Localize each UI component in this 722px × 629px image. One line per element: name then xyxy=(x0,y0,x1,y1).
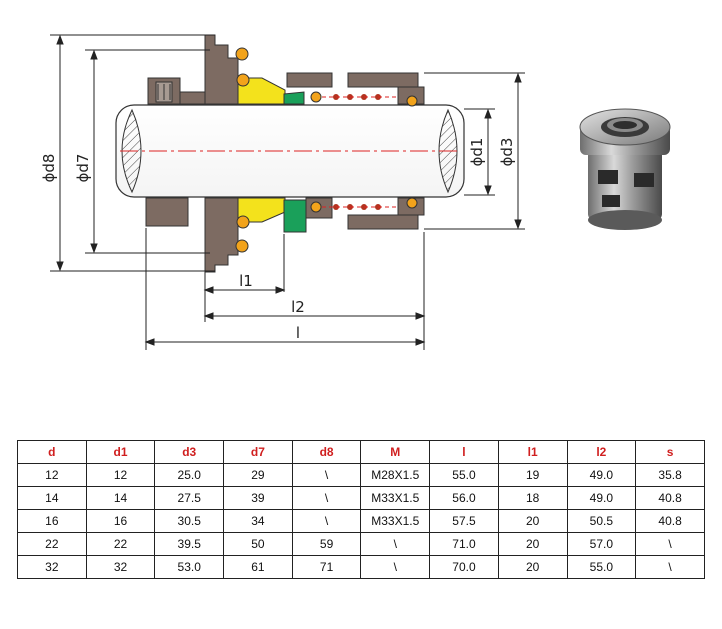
seal-cross-section-drawing: ϕd8 ϕd7 ϕd1 ϕd3 l1 l2 l xyxy=(40,34,525,350)
cell: \ xyxy=(360,555,431,579)
cell: 12 xyxy=(85,463,156,487)
cell: 55.0 xyxy=(566,555,637,579)
cell: 49.0 xyxy=(566,463,637,487)
cell: 71.0 xyxy=(429,532,499,556)
header-l2: l2 xyxy=(566,440,637,464)
cell: 20 xyxy=(497,555,568,579)
table-row: 14 14 27.5 39 \ M33X1.5 56.0 18 49.0 40.… xyxy=(17,486,705,510)
dim-label-l2: l2 xyxy=(291,298,305,316)
cell: 34 xyxy=(223,509,293,533)
table-row: 16 16 30.5 34 \ M33X1.5 57.5 20 50.5 40.… xyxy=(17,509,705,533)
upper-seal-section xyxy=(147,34,425,107)
cell: 49.0 xyxy=(566,486,637,510)
cell: 55.0 xyxy=(429,463,499,487)
cell: 20 xyxy=(497,509,568,533)
cell: 16 xyxy=(17,509,87,533)
cell: 57.5 xyxy=(429,509,499,533)
cell: 39.5 xyxy=(154,532,225,556)
header-d8: d8 xyxy=(291,440,362,464)
cell: 59 xyxy=(291,532,362,556)
cell: 30.5 xyxy=(154,509,225,533)
cell: 14 xyxy=(17,486,87,510)
header-s: s xyxy=(635,440,705,464)
cell: 16 xyxy=(85,509,156,533)
table-row: 32 32 53.0 61 71 \ 70.0 20 55.0 \ xyxy=(17,555,705,579)
cell: 40.8 xyxy=(635,486,705,510)
cell: 57.0 xyxy=(566,532,637,556)
seal-product-image xyxy=(579,108,671,230)
cell: 12 xyxy=(17,463,87,487)
header-d1: d1 xyxy=(85,440,156,464)
dim-label-d7: ϕd7 xyxy=(74,154,92,183)
cell: 14 xyxy=(85,486,156,510)
cell: 32 xyxy=(85,555,156,579)
cell: \ xyxy=(635,555,705,579)
dim-label-d1: ϕd1 xyxy=(468,138,486,167)
dim-label-l1: l1 xyxy=(239,272,253,290)
cell: 18 xyxy=(497,486,568,510)
table-row: 12 12 25.0 29 \ M28X1.5 55.0 19 49.0 35.… xyxy=(17,463,705,487)
dim-label-d3: ϕd3 xyxy=(498,138,516,167)
dimension-table: d d1 d3 d7 d8 M l l1 l2 s 12 12 25.0 29 … xyxy=(17,440,705,579)
dim-label-l: l xyxy=(296,324,300,342)
cell: 29 xyxy=(223,463,293,487)
table-header-row: d d1 d3 d7 d8 M l l1 l2 s xyxy=(17,440,705,464)
dimension-lines xyxy=(50,34,525,350)
cell: M33X1.5 xyxy=(360,486,431,510)
cell: \ xyxy=(291,486,362,510)
cell: 32 xyxy=(17,555,87,579)
cell: 20 xyxy=(497,532,568,556)
table-row: 22 22 39.5 50 59 \ 71.0 20 57.0 \ xyxy=(17,532,705,556)
cell: 25.0 xyxy=(154,463,225,487)
cell: 22 xyxy=(85,532,156,556)
cell: 35.8 xyxy=(635,463,705,487)
cell: 50.5 xyxy=(566,509,637,533)
header-d3: d3 xyxy=(154,440,225,464)
cell: \ xyxy=(635,532,705,556)
cell: \ xyxy=(360,532,431,556)
header-d7: d7 xyxy=(223,440,293,464)
cell: 27.5 xyxy=(154,486,225,510)
header-d: d xyxy=(17,440,87,464)
cell: 40.8 xyxy=(635,509,705,533)
cell: 61 xyxy=(223,555,293,579)
cell: \ xyxy=(291,509,362,533)
lower-seal-section xyxy=(145,197,425,273)
cell: M33X1.5 xyxy=(360,509,431,533)
cell: 39 xyxy=(223,486,293,510)
cell: 53.0 xyxy=(154,555,225,579)
cell: 22 xyxy=(17,532,87,556)
cell: 50 xyxy=(223,532,293,556)
cell: 70.0 xyxy=(429,555,499,579)
header-l: l xyxy=(429,440,499,464)
cell: 56.0 xyxy=(429,486,499,510)
cell: M28X1.5 xyxy=(360,463,431,487)
cell: 71 xyxy=(291,555,362,579)
header-m: M xyxy=(360,440,431,464)
cell: \ xyxy=(291,463,362,487)
header-l1: l1 xyxy=(497,440,568,464)
cell: 19 xyxy=(497,463,568,487)
dim-label-d8: ϕd8 xyxy=(40,154,58,183)
